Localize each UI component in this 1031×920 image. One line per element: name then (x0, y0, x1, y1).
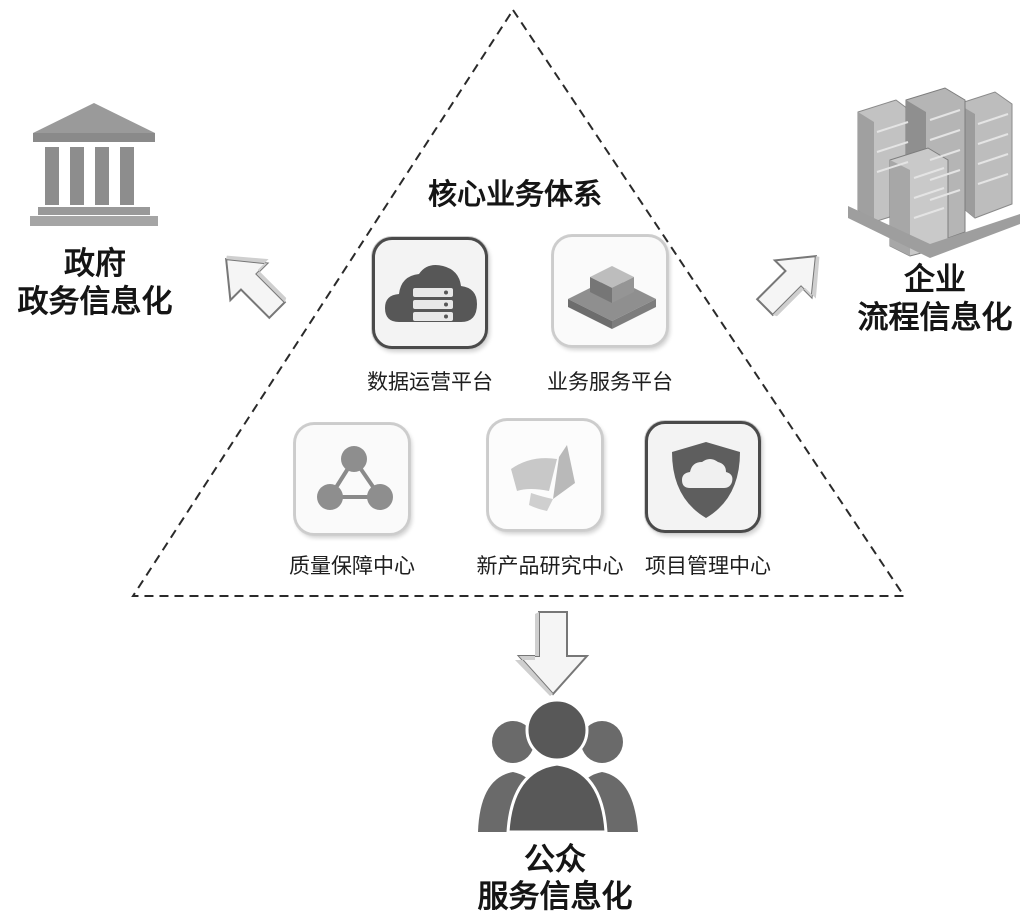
government-subtitle: 政务信息化 (17, 283, 173, 320)
arrow-to-enterprise-icon (755, 255, 820, 317)
module-tile-data-operations (372, 237, 488, 349)
public-label: 公众 服务信息化 (440, 842, 670, 916)
module-tile-product-research (487, 419, 603, 531)
module-label-data-operations: 数据运营平台 (367, 370, 493, 394)
arrow-to-government-icon (225, 255, 287, 320)
enterprise-subtitle: 流程信息化 (857, 299, 1013, 336)
module-label-quality-assurance: 质量保障中心 (289, 554, 415, 578)
public-subtitle: 服务信息化 (477, 879, 633, 916)
stacked-cubes-icon (568, 266, 656, 329)
module-tile-business-services (552, 235, 668, 347)
enterprise-title: 企业 (904, 262, 966, 298)
network-nodes-icon (317, 446, 393, 510)
module-tile-quality-assurance (294, 423, 410, 535)
chart-fan-icon (511, 445, 575, 511)
module-label-business-services: 业务服务平台 (547, 370, 673, 394)
enterprise-label: 企业 流程信息化 (840, 262, 1030, 338)
government-title: 政府 (64, 246, 126, 282)
core-system-title: 核心业务体系 (427, 177, 602, 211)
public-title: 公众 (524, 842, 586, 878)
government-label: 政府 政务信息化 (0, 246, 190, 322)
cloud-shield-icon (672, 442, 740, 518)
arrow-to-public-icon (515, 611, 590, 696)
module-label-project-management: 项目管理中心 (645, 554, 771, 578)
cloud-server-icon (385, 265, 477, 322)
module-label-product-research: 新产品研究中心 (476, 554, 624, 578)
module-tile-project-management (645, 421, 761, 533)
